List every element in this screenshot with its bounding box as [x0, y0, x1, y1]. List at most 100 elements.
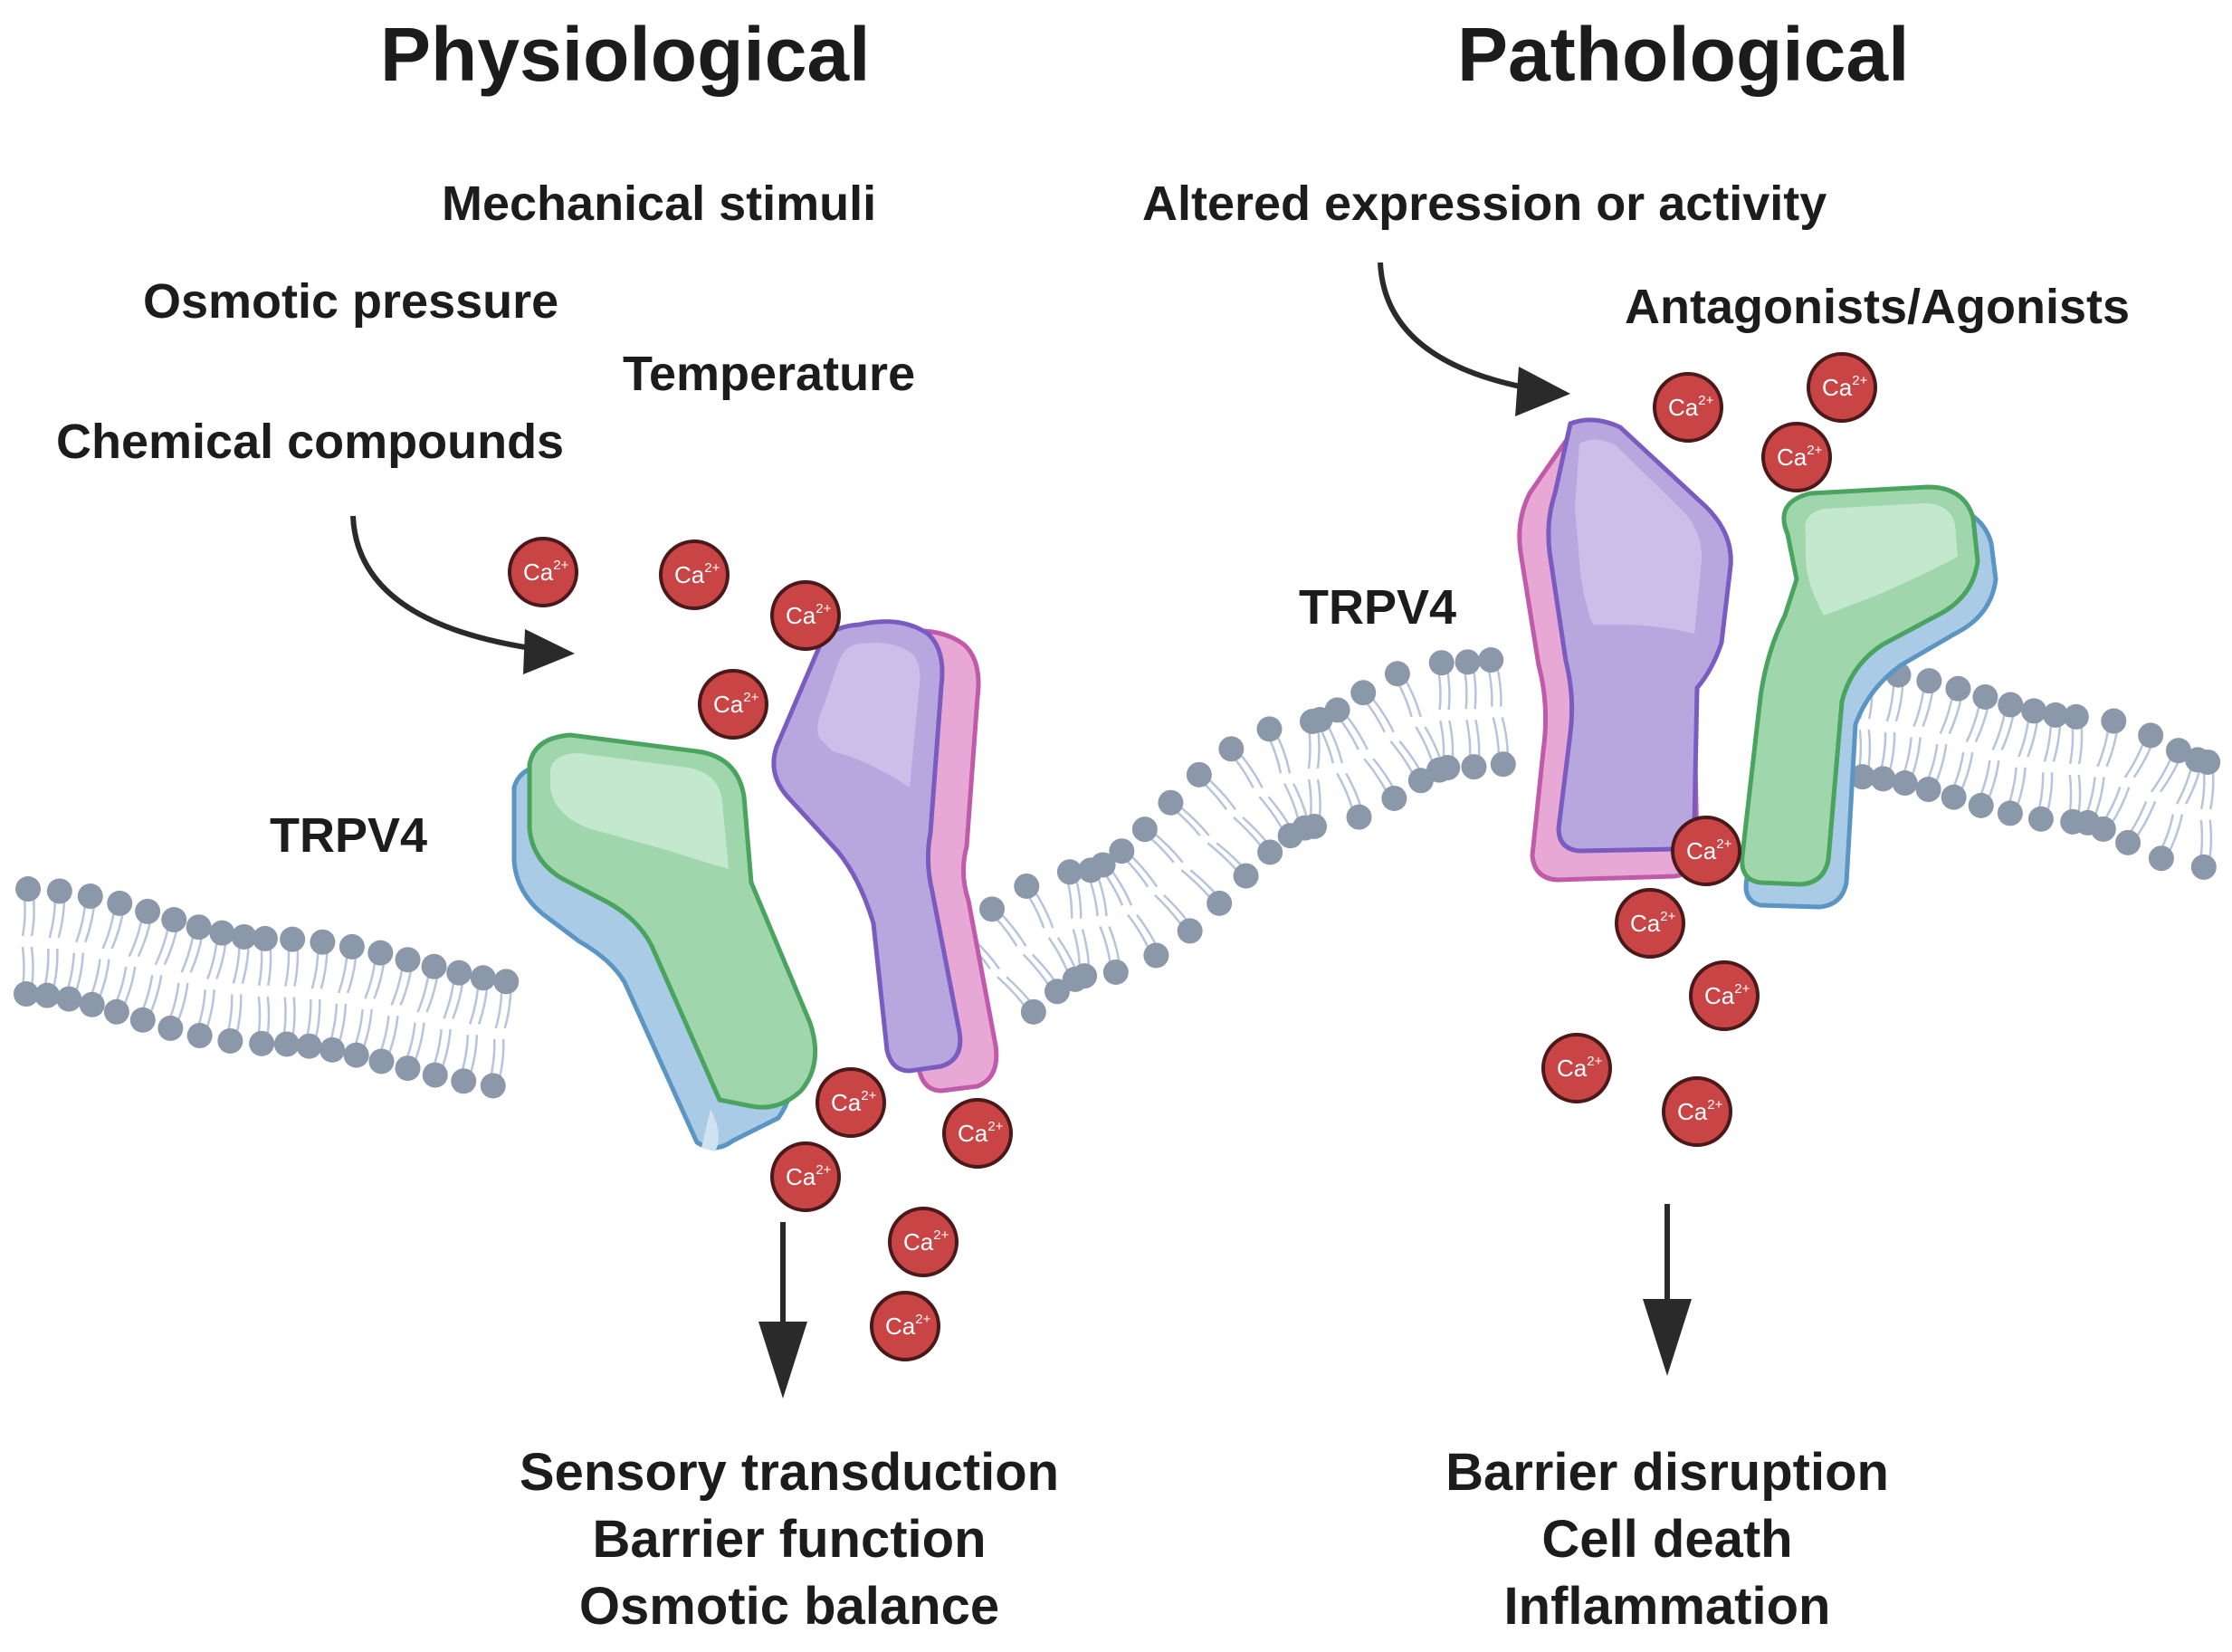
pathological-outcome-arrow	[1643, 1204, 1692, 1376]
lipid-head	[186, 914, 212, 941]
lipid-head	[2115, 829, 2141, 855]
outcome-inflammation: Inflammation	[1503, 1577, 1831, 1636]
stimulus-mechanical: Mechanical stimuli	[442, 177, 877, 231]
stimulus-temperature: Temperature	[623, 347, 916, 401]
lipid-head	[1020, 998, 1046, 1025]
calcium-ion: Ca2+	[508, 537, 578, 607]
calcium-ion-circle	[888, 1207, 959, 1277]
physiological-stimulus-arrow	[350, 515, 575, 674]
lipid-head	[493, 969, 520, 995]
calcium-ion: Ca2+	[942, 1098, 1013, 1169]
lipid-head	[1102, 959, 1129, 985]
lipid-head	[451, 1068, 477, 1094]
pathological-trpv4-channel	[1517, 417, 1998, 910]
lipid-head	[15, 876, 42, 902]
lipid-head	[1324, 697, 1350, 723]
lipid-head	[273, 1031, 300, 1057]
calcium-ion-circle	[1807, 352, 1877, 423]
lipid-head	[1461, 754, 1487, 780]
lipid-head	[1870, 766, 1896, 792]
lipid-head	[1490, 751, 1516, 778]
lipid-head	[1384, 661, 1410, 687]
lipid-head	[34, 982, 61, 1008]
calcium-ion-circle	[1541, 1033, 1612, 1103]
lipid-head	[339, 933, 365, 960]
physiological-outcomes: Sensory transduction Barrier function Os…	[520, 1439, 1059, 1640]
calcium-ion-label: Ca2+	[1686, 836, 1732, 864]
lipid-head	[1131, 816, 1158, 843]
lipid-head	[395, 1055, 421, 1082]
calcium-ion-circle	[770, 580, 841, 651]
calcium-ion: Ca2+	[1653, 372, 1723, 443]
outcome-osmotic-balance: Osmotic balance	[578, 1577, 1000, 1636]
lipid-head	[979, 896, 1006, 922]
lipid-head	[161, 907, 187, 933]
lipid-head	[13, 981, 39, 1007]
lipid-head	[231, 923, 257, 950]
calcium-ion-circle	[1662, 1076, 1732, 1147]
lipid-head	[77, 883, 103, 910]
lipid-head	[2027, 806, 2054, 832]
calcium-ion-circle	[1615, 888, 1685, 959]
lipid-head	[1849, 764, 1875, 790]
calcium-ion-circle	[1653, 372, 1723, 443]
calcium-ion: Ca2+	[1689, 960, 1760, 1031]
lipid-head	[2043, 702, 2069, 728]
stimulus-chemical-compounds: Chemical compounds	[56, 415, 565, 469]
lipid-head	[296, 1033, 322, 1059]
lipid-head	[446, 960, 472, 986]
stimulus-antagonists-agonists: Antagonists/Agonists	[1625, 280, 2131, 334]
calcium-ion-label: Ca2+	[713, 690, 759, 718]
lipid-head	[2165, 738, 2191, 764]
physiological-trpv4-label: TRPV4	[270, 808, 428, 863]
lipid-head	[1090, 852, 1116, 878]
calcium-ion: Ca2+	[888, 1207, 959, 1277]
physiological-outcome-arrow	[758, 1222, 807, 1399]
lipid-head	[1455, 649, 1481, 675]
lipid-head	[1945, 675, 1971, 702]
calcium-ion: Ca2+	[870, 1291, 940, 1361]
lipid-head	[252, 925, 278, 951]
calcium-ion: Ca2+	[1662, 1076, 1732, 1147]
calcium-ion: Ca2+	[1761, 422, 1832, 492]
calcium-ion: Ca2+	[1671, 816, 1741, 886]
lipid-head	[280, 926, 306, 952]
lipid-head	[395, 947, 421, 973]
lipid-head	[79, 991, 105, 1017]
pathological-outcomes: Barrier disruption Cell death Inflammati…	[1445, 1439, 1889, 1640]
subunit-purple-right	[771, 619, 963, 1074]
lipid-head	[157, 1015, 184, 1041]
lipid-head	[1915, 777, 1941, 803]
cell-membrane	[13, 647, 2221, 1099]
calcium-ion: Ca2+	[659, 540, 730, 610]
lipid-head	[1428, 650, 1455, 676]
lipid-head	[1056, 859, 1083, 885]
calcium-ion-label: Ca2+	[786, 601, 832, 629]
lipid-head	[1435, 755, 1461, 781]
subunit-purple-left	[1546, 417, 1733, 854]
lipid-head	[480, 1073, 506, 1099]
calcium-ion-circle	[1689, 960, 1760, 1031]
calcium-ion-circle	[1761, 422, 1832, 492]
lipid-head	[186, 1023, 213, 1049]
calcium-ion: Ca2+	[1807, 352, 1877, 423]
stimulus-altered-expression: Altered expression or activity	[1142, 177, 1827, 231]
subunit-green-left	[527, 732, 818, 1110]
pathological-trpv4-label: TRPV4	[1299, 580, 1457, 635]
calcium-ion-circle	[942, 1098, 1013, 1169]
lipid-head	[1207, 890, 1233, 916]
lipid-head	[343, 1042, 369, 1068]
lipid-head	[1998, 692, 2024, 718]
calcium-ion: Ca2+	[1541, 1033, 1612, 1103]
lipid-head	[1233, 863, 1259, 889]
lipid-head	[320, 1036, 346, 1063]
lipid-head	[1346, 804, 1372, 830]
lipid-tails	[20, 659, 2215, 1086]
outcome-sensory-transduction: Sensory transduction	[519, 1443, 1060, 1502]
calcium-ion-circle	[870, 1291, 940, 1361]
lipid-head	[103, 998, 129, 1025]
lipid-head	[2138, 722, 2164, 749]
lipid-head	[310, 929, 336, 955]
lipid-head	[368, 1048, 395, 1074]
calcium-ion-circle	[508, 537, 578, 607]
